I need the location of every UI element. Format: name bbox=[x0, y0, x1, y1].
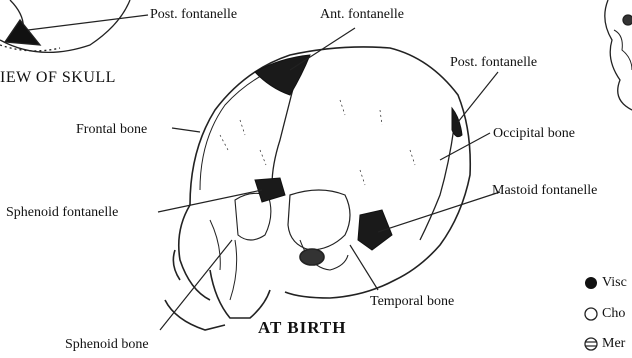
mastoid-fontanelle-mark bbox=[358, 210, 392, 250]
label-post-fontanelle-top: Post. fontanelle bbox=[150, 7, 237, 23]
legend-item-text: Visc bbox=[602, 275, 627, 291]
skull-outline bbox=[165, 47, 470, 330]
label-sphenoid-bone: Sphenoid bone bbox=[65, 337, 149, 353]
top-view-skull bbox=[0, 0, 130, 52]
label-ant-fontanelle: Ant. fontanelle bbox=[320, 7, 404, 23]
label-occipital-bone: Occipital bone bbox=[493, 126, 575, 142]
label-view-of-skull: IEW OF SKULL bbox=[0, 70, 116, 86]
label-mastoid-fontanelle: Mastoid fontanelle bbox=[492, 183, 597, 199]
fontanelles bbox=[255, 55, 462, 250]
legend-item-text: Cho bbox=[602, 306, 625, 322]
label-post-fontanelle-right: Post. fontanelle bbox=[450, 55, 537, 71]
anterior-fontanelle-mark bbox=[255, 55, 310, 95]
posterior-fontanelle-mark bbox=[452, 108, 462, 137]
filled-circle-icon bbox=[585, 277, 597, 289]
label-at-birth: AT BIRTH bbox=[258, 320, 347, 336]
striped-circle-icon bbox=[585, 338, 597, 350]
label-sphenoid-fontanelle: Sphenoid fontanelle bbox=[6, 205, 118, 221]
label-frontal-bone: Frontal bone bbox=[76, 122, 147, 138]
leader-lines bbox=[28, 15, 500, 330]
open-circle-icon bbox=[585, 308, 597, 320]
legend-item-text: Mer bbox=[602, 336, 625, 352]
right-face-fragment bbox=[605, 0, 632, 110]
legend-marks bbox=[585, 277, 597, 350]
label-temporal-bone: Temporal bone bbox=[370, 294, 454, 310]
